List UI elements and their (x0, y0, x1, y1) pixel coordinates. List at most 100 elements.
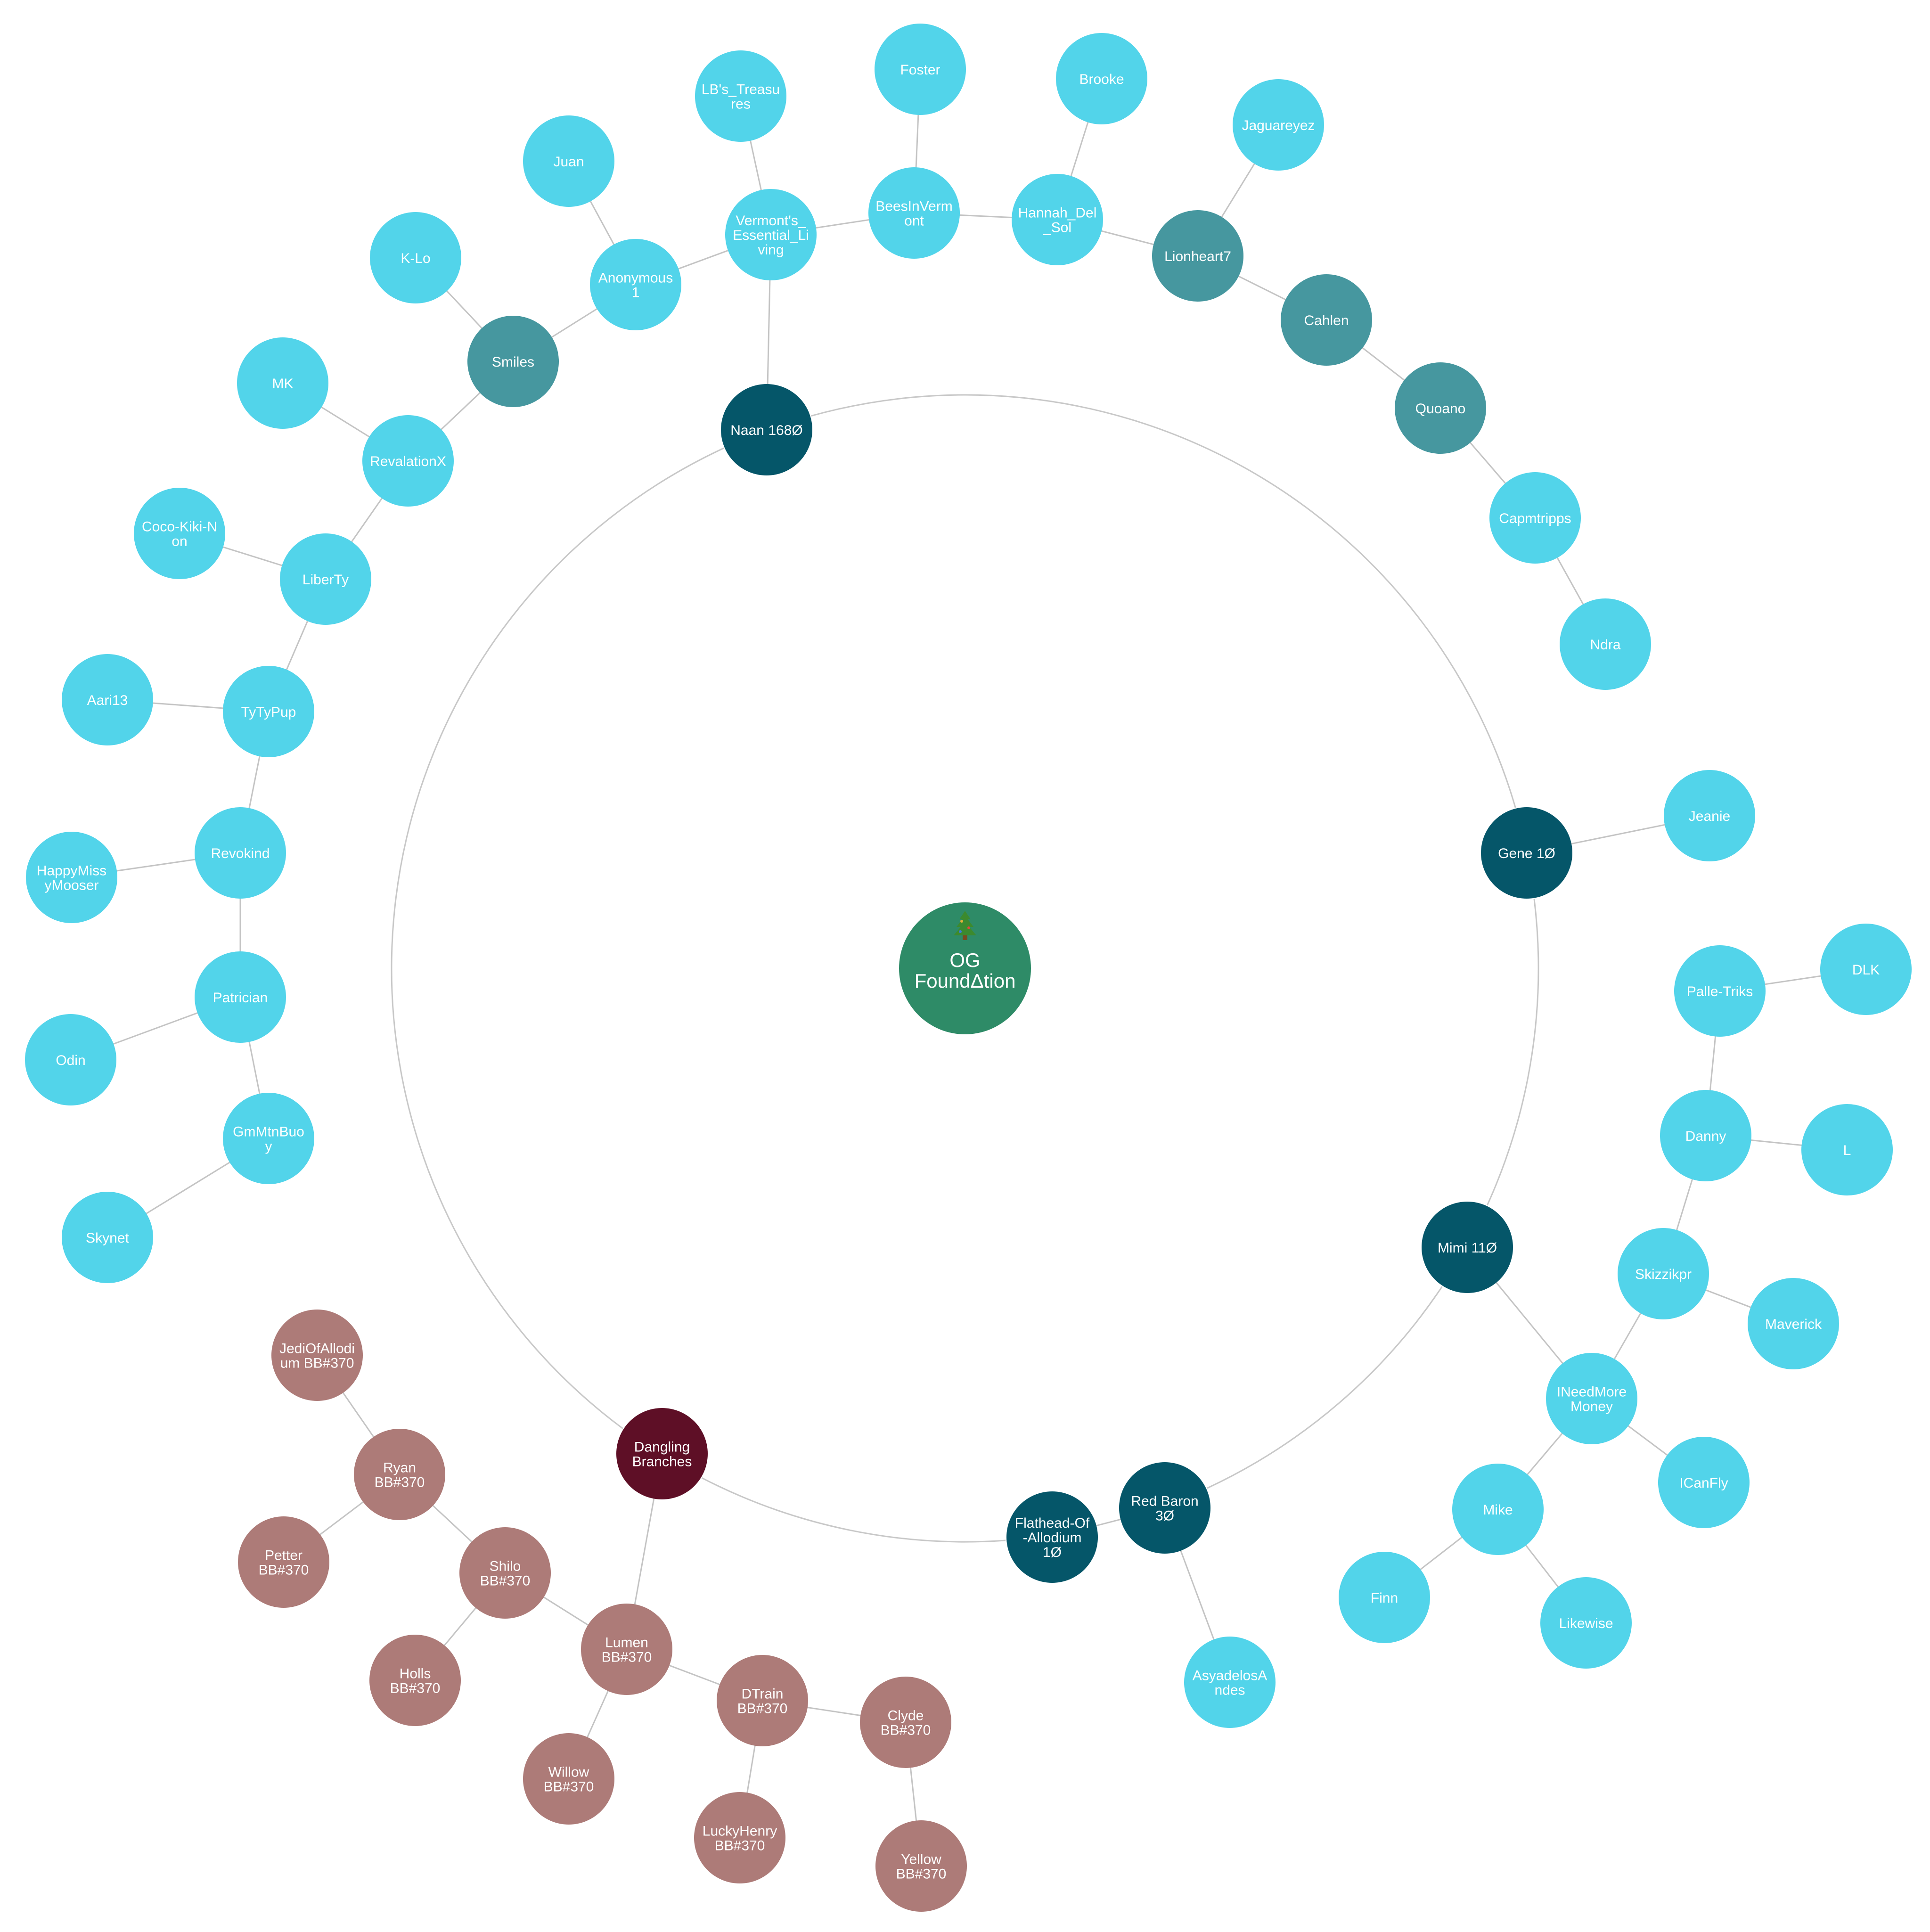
node-brooke-circle[interactable] (1056, 33, 1147, 124)
node-revalationx-circle[interactable] (362, 415, 454, 507)
node-likewise-circle[interactable] (1540, 1577, 1632, 1669)
node-skizzikpr[interactable]: Skizzikpr (1618, 1228, 1709, 1319)
node-coco[interactable]: Coco-Kiki-Non (134, 488, 225, 579)
node-dangling-circle[interactable] (616, 1408, 708, 1499)
root-node[interactable]: OG FoundΔtion (899, 902, 1031, 1034)
node-palletriks[interactable]: Palle-Triks (1674, 945, 1766, 1037)
node-foster[interactable]: Foster (875, 24, 966, 115)
node-dlk-circle[interactable] (1820, 924, 1912, 1015)
node-foster-circle[interactable] (875, 24, 966, 115)
node-jaguareyez-circle[interactable] (1233, 79, 1324, 171)
node-liberty[interactable]: LiberTy (280, 533, 371, 625)
node-brooke[interactable]: Brooke (1056, 33, 1147, 124)
node-naan[interactable]: Naan 168Ø (721, 384, 812, 475)
node-hannah[interactable]: Hannah_Del_Sol (1012, 174, 1103, 265)
node-capmtripps[interactable]: Capmtripps (1489, 472, 1581, 564)
node-jeanie-circle[interactable] (1664, 770, 1755, 861)
node-lionheart-circle[interactable] (1152, 210, 1243, 302)
node-aari13-circle[interactable] (62, 654, 153, 745)
node-icanfly[interactable]: ICanFly (1658, 1437, 1750, 1528)
node-ndra-circle[interactable] (1560, 598, 1651, 690)
node-tytypup[interactable]: TyTyPup (223, 666, 314, 757)
node-redbaron-circle[interactable] (1119, 1462, 1210, 1554)
node-ndra[interactable]: Ndra (1560, 598, 1651, 690)
node-petter-circle[interactable] (238, 1516, 329, 1608)
node-cahlen-circle[interactable] (1281, 274, 1372, 366)
node-klo[interactable]: K-Lo (370, 212, 461, 303)
node-dlk[interactable]: DLK (1820, 924, 1912, 1015)
node-jaguareyez[interactable]: Jaguareyez (1233, 79, 1324, 171)
node-klo-circle[interactable] (370, 212, 461, 303)
node-naan-circle[interactable] (721, 384, 812, 475)
node-icanfly-circle[interactable] (1658, 1437, 1750, 1528)
root-circle[interactable] (899, 902, 1031, 1034)
node-patrician[interactable]: Patrician (195, 951, 286, 1043)
node-dtrain-circle[interactable] (717, 1655, 808, 1746)
node-ineedmore-circle[interactable] (1546, 1353, 1637, 1444)
node-skynet[interactable]: Skynet (62, 1192, 153, 1283)
node-revalationx[interactable]: RevalationX (362, 415, 454, 507)
node-mike-circle[interactable] (1452, 1464, 1544, 1555)
node-juan-circle[interactable] (523, 115, 614, 207)
node-coco-circle[interactable] (134, 488, 225, 579)
node-juan[interactable]: Juan (523, 115, 614, 207)
node-asyadelos-circle[interactable] (1184, 1637, 1276, 1728)
node-luckyhenry-circle[interactable] (694, 1792, 785, 1883)
node-tytypup-circle[interactable] (223, 666, 314, 757)
node-skynet-circle[interactable] (62, 1192, 153, 1283)
node-revokind-circle[interactable] (195, 807, 286, 899)
node-ryan-circle[interactable] (354, 1429, 445, 1520)
node-liberty-circle[interactable] (280, 533, 371, 625)
node-l[interactable]: L (1801, 1104, 1893, 1195)
node-jedi-circle[interactable] (271, 1310, 363, 1401)
node-odin[interactable]: Odin (25, 1014, 116, 1105)
node-danny-circle[interactable] (1660, 1090, 1751, 1181)
node-smiles-circle[interactable] (467, 316, 559, 407)
node-holls-circle[interactable] (369, 1635, 461, 1726)
node-gene-circle[interactable] (1481, 807, 1572, 899)
node-finn[interactable]: Finn (1339, 1552, 1430, 1643)
node-flathead-circle[interactable] (1006, 1491, 1098, 1583)
node-maverick[interactable]: Maverick (1748, 1278, 1839, 1369)
node-mk[interactable]: MK (237, 337, 328, 429)
node-bees-circle[interactable] (868, 167, 960, 259)
node-cahlen[interactable]: Cahlen (1281, 274, 1372, 366)
node-gene[interactable]: Gene 1Ø (1481, 807, 1572, 899)
node-likewise[interactable]: Likewise (1540, 1577, 1632, 1669)
node-quoano[interactable]: Quoano (1395, 362, 1486, 454)
node-willow-circle[interactable] (523, 1733, 614, 1825)
node-capmtripps-circle[interactable] (1489, 472, 1581, 564)
node-lbs-circle[interactable] (695, 50, 786, 142)
node-vermonts-circle[interactable] (725, 189, 817, 280)
node-happymiss-circle[interactable] (26, 832, 117, 923)
node-odin-circle[interactable] (25, 1014, 116, 1105)
node-maverick-circle[interactable] (1748, 1278, 1839, 1369)
node-jeanie[interactable]: Jeanie (1664, 770, 1755, 861)
node-gmmtnbuoy-circle[interactable] (223, 1093, 314, 1184)
node-hannah-circle[interactable] (1012, 174, 1103, 265)
node-mike[interactable]: Mike (1452, 1464, 1544, 1555)
node-patrician-circle[interactable] (195, 951, 286, 1043)
node-yellow-circle[interactable] (875, 1820, 967, 1912)
node-lumen-circle[interactable] (581, 1604, 672, 1695)
node-mk-circle[interactable] (237, 337, 328, 429)
node-l-circle[interactable] (1801, 1104, 1893, 1195)
